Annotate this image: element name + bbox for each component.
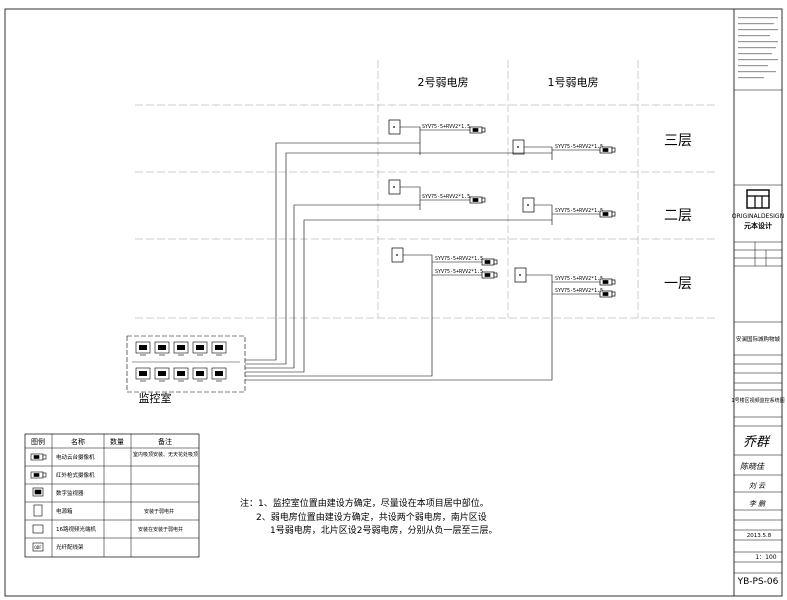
legend-header-name: 名称 — [71, 437, 85, 446]
drawing-name: 1号楼区视频监控系统图 — [731, 397, 784, 404]
cable-label-r2-f3: SYV75-5+RVV2*1.5 — [422, 124, 470, 130]
floor-label-3f: 三层 — [664, 133, 692, 149]
title-block: ORIGINALDESIGN 元本设计 安澜国际城购物城 1号楼区视频监控系统图… — [731, 17, 785, 587]
cable-label-r1-f1b: SYV75-5+RVV2*1.5 — [555, 288, 603, 294]
legend-name: 光纤配线架 — [56, 543, 84, 551]
riser-lines — [400, 126, 600, 305]
monitor-icon — [32, 487, 44, 497]
trunk-cables — [245, 142, 553, 381]
cable-label-r2-f1b: SYV75-5+RVV2*1.5 — [435, 269, 483, 275]
box-dots — [393, 126, 529, 276]
camera-r2-f1b — [481, 271, 498, 279]
camera-r2-f2 — [469, 196, 486, 204]
cable-label-r1-f3: SYV75-5+RVV2*1.5 — [555, 144, 603, 150]
legend-table: 图例 名称 数量 备注 ODF 电动云台摄像机 红外枪式摄像机 数字监视器 电源… — [24, 433, 200, 558]
legend-name: 红外枪式摄像机 — [56, 471, 95, 479]
drawing-number: YB-PS-06 — [737, 577, 779, 587]
legend-header-qty: 数量 — [110, 437, 124, 446]
legend-name: 电源箱 — [56, 507, 73, 515]
fiber-patch-panel-icon — [32, 542, 44, 552]
camera-r1-f1a — [599, 278, 616, 286]
drawing-scale: 1：100 — [755, 554, 776, 561]
project-name: 安澜国际城购物城 — [736, 335, 781, 343]
legend-note: 安装于弱电井 — [144, 508, 174, 515]
notes: 注：1、监控室位置由建设方确定，尽量设在本项目居中部位。 2、弱电房位置由建设方… — [240, 497, 497, 536]
company-name-cn: 元本设计 — [744, 221, 772, 230]
signature-approver: 乔群 — [743, 435, 771, 450]
camera-r1-f2 — [599, 210, 616, 218]
legend-name: 16路视频光端机 — [56, 525, 96, 533]
legend-header-note: 备注 — [158, 437, 172, 446]
floor-grid — [135, 60, 718, 319]
floor-label-2f: 二层 — [664, 208, 692, 224]
legend-header-symbol: 图例 — [31, 437, 45, 446]
note-line-2: 2、弱电房位置由建设方确定，共设两个弱电房，南片区设 — [256, 511, 487, 523]
cable-label-r2-f2: SYV75-5+RVV2*1.5 — [422, 194, 470, 200]
legend-note: 安装在安装于弱电井 — [138, 526, 183, 533]
room2-label: 2号弱电房 — [418, 76, 469, 89]
cameras — [469, 126, 616, 298]
signature-3: 刘 云 — [749, 482, 766, 490]
control-room-outline — [126, 335, 246, 393]
floor-label-1f: 一层 — [664, 276, 692, 292]
company-name-en: ORIGINALDESIGN — [732, 213, 784, 220]
note-line-3: 1号弱电房，北片区设2号弱电房，分别从负一层至三层。 — [270, 524, 497, 536]
camera-r2-f3 — [469, 126, 486, 134]
room1-label: 1号弱电房 — [548, 76, 599, 89]
signature-4: 李 鹏 — [749, 500, 766, 508]
control-room-label: 监控室 — [139, 391, 172, 405]
camera-r2-f1a — [481, 258, 498, 266]
legend-name: 电动云台摄像机 — [56, 453, 95, 461]
sheet-border — [4, 8, 783, 597]
odf-icon-text: ODF — [34, 545, 42, 550]
cable-label-r1-f1a: SYV75-5+RVV2*1.5 — [555, 276, 603, 282]
cable-label-r1-f2: SYV75-5+RVV2*1.5 — [555, 208, 603, 214]
optical-transceiver-icon — [32, 524, 44, 534]
legend-name: 数字监视器 — [56, 489, 84, 497]
camera-r1-f1b — [599, 290, 616, 298]
monitor-screens — [139, 345, 223, 376]
power-box-icon — [33, 504, 43, 517]
ir-camera-icon — [30, 471, 47, 479]
issue-date: 2013.5.8 — [747, 533, 772, 539]
company-logo — [746, 189, 770, 209]
cable-label-r2-f1a: SYV75-5+RVV2*1.5 — [435, 256, 483, 262]
camera-r1-f3 — [599, 146, 616, 154]
ptz-camera-icon — [30, 453, 47, 461]
note-line-1: 注：1、监控室位置由建设方确定，尽量设在本项目居中部位。 — [240, 497, 489, 509]
legend-note: 室内吸顶安装、无天花处吸顶 — [133, 451, 198, 458]
signature-2: 陈晓佳 — [740, 462, 765, 471]
